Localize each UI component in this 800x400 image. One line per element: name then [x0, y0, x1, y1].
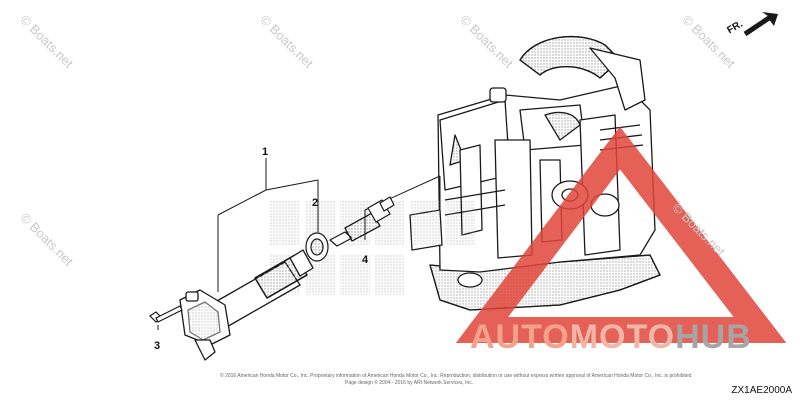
brand-part-3: HUB	[675, 318, 752, 356]
callout-1-bracket	[217, 158, 319, 292]
brand-logo: AUTOMOTOHUB	[470, 318, 752, 357]
arrow-right-icon	[743, 12, 778, 37]
brand-part-1: AUTO	[470, 318, 570, 356]
diagram-code: ZX1AE2000A	[731, 385, 792, 396]
callout-4: 4	[362, 254, 369, 266]
warning-triangle-icon	[455, 126, 787, 343]
callout-3: 3	[154, 340, 161, 352]
brand-part-2: MOTO	[569, 318, 676, 356]
bolt	[149, 305, 183, 323]
callout-1: 1	[262, 146, 269, 158]
plug-seal	[305, 232, 329, 262]
ignition-coil	[179, 249, 314, 361]
copyright-line-1: © 2016 American Honda Motor Co., Inc. Pr…	[220, 373, 692, 379]
copyright-line-2: Page design © 2004 - 2016 by ARI Network…	[345, 380, 474, 386]
spark-plug	[329, 196, 395, 247]
callout-2: 2	[312, 197, 319, 209]
